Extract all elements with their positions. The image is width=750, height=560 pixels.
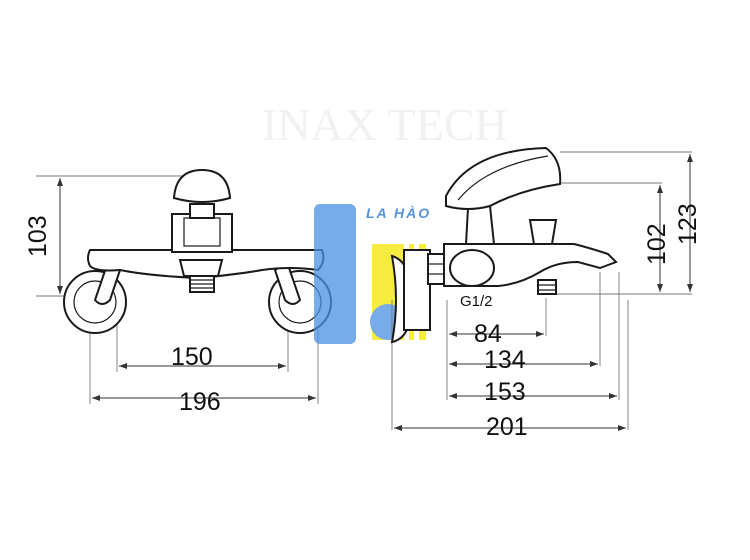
side-height-123-label: 123	[674, 203, 702, 245]
outlet-thread	[537, 279, 557, 295]
side-dim-134-label: 134	[484, 346, 526, 374]
front-width-196-label: 196	[179, 388, 221, 416]
lever-knob	[172, 168, 232, 203]
logo-text: LA HÀO	[366, 205, 431, 221]
background-watermark: INAX TECH	[262, 99, 508, 150]
logo-blue-bar	[314, 204, 356, 344]
side-height-102-label: 102	[643, 223, 671, 265]
side-view: G1/2 84 134 153 201 102 123	[390, 146, 702, 441]
front-view: 103 150 196	[24, 168, 332, 416]
front-height-label: 103	[24, 215, 52, 257]
side-dim-153-label: 153	[484, 378, 526, 406]
side-dim-201-label: 201	[486, 413, 528, 441]
side-dim-84-label: 84	[474, 320, 502, 348]
side-lever	[445, 146, 562, 210]
front-width-150-label: 150	[171, 343, 213, 371]
thread-label: G1/2	[460, 293, 493, 310]
